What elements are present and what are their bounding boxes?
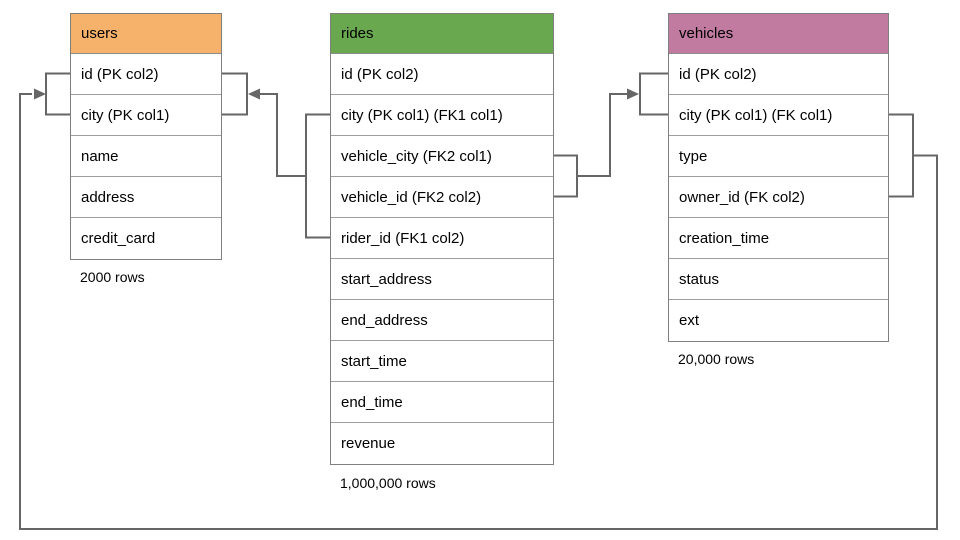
- table-row: status: [669, 259, 888, 300]
- table-row: ext: [679, 312, 700, 329]
- table-row: id (PK col2): [71, 54, 221, 95]
- rides-row-count-caption: 1,000,000 rows: [340, 475, 436, 491]
- fk1-connector-rides-to-users: [221, 72, 330, 239]
- fk1-child-bracket: [305, 113, 330, 239]
- table-row: city (PK col1) (FK col1): [669, 95, 888, 136]
- table-users: users id (PK col2) city (PK col1) name a…: [70, 13, 222, 260]
- fk2-child-bracket: [553, 154, 578, 198]
- table-rides-header: rides: [331, 14, 553, 54]
- table-row: id (PK col2): [331, 54, 553, 95]
- table-row: start_address: [331, 259, 553, 300]
- table-row: name: [71, 136, 221, 177]
- fk3-arrowhead-icon: [34, 88, 46, 100]
- fk2-parent-bracket: [639, 72, 668, 116]
- table-row: rider_id (FK1 col2): [331, 218, 553, 259]
- table-row: id (PK col2): [669, 54, 888, 95]
- table-users-header: users: [71, 14, 221, 54]
- table-row: end_address: [331, 300, 553, 341]
- table-row: address: [71, 177, 221, 218]
- table-row: start_time: [331, 341, 553, 382]
- table-row: end_time: [331, 382, 553, 423]
- table-row: city (PK col1): [71, 95, 221, 136]
- users-row-count-caption: 2000 rows: [80, 269, 145, 285]
- fk3-child-bracket: [888, 113, 914, 198]
- table-row: revenue: [341, 435, 396, 452]
- vehicles-row-count-caption: 20,000 rows: [678, 351, 755, 367]
- table-row: vehicle_id (FK2 col2): [331, 177, 553, 218]
- table-row: type: [669, 136, 888, 177]
- table-rides: rides id (PK col2) city (PK col1) (FK1 c…: [330, 13, 554, 465]
- fk1-arrowhead-icon: [248, 88, 260, 100]
- fk2-connector-rides-to-vehicles: [553, 72, 668, 198]
- table-row: credit_card: [81, 230, 156, 247]
- table-vehicles: vehicles id (PK col2) city (PK col1) (FK…: [668, 13, 889, 342]
- fk1-parent-bracket: [221, 72, 248, 116]
- fk3-parent-bracket: [45, 72, 70, 116]
- table-vehicles-header: vehicles: [669, 14, 888, 54]
- table-row: city (PK col1) (FK1 col1): [331, 95, 553, 136]
- fk2-arrowhead-icon: [627, 88, 639, 100]
- fk2-link-line: [577, 93, 634, 177]
- table-row: owner_id (FK col2): [669, 177, 888, 218]
- fk1-link-line: [252, 93, 306, 177]
- table-row: vehicle_city (FK2 col1): [331, 136, 553, 177]
- table-row: creation_time: [669, 218, 888, 259]
